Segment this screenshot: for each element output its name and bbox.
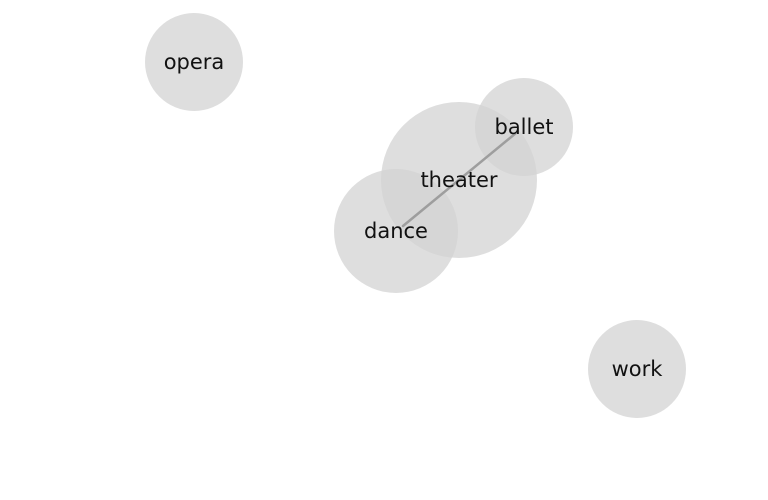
node-ballet-label: ballet	[494, 115, 553, 139]
node-ballet[interactable]	[475, 78, 573, 176]
node-work-circle	[588, 320, 686, 418]
node-dance-label: dance	[364, 219, 428, 243]
edge-dance-ballet	[401, 131, 518, 228]
node-work-label: work	[612, 357, 664, 381]
node-dance-circle	[334, 169, 458, 293]
node-work[interactable]	[588, 320, 686, 418]
node-opera-circle	[145, 13, 243, 111]
node-theater-label: theater	[420, 168, 497, 192]
node-dance[interactable]	[334, 169, 458, 293]
node-ballet-circle	[475, 78, 573, 176]
node-opera-label: opera	[164, 50, 225, 74]
node-opera[interactable]	[145, 13, 243, 111]
